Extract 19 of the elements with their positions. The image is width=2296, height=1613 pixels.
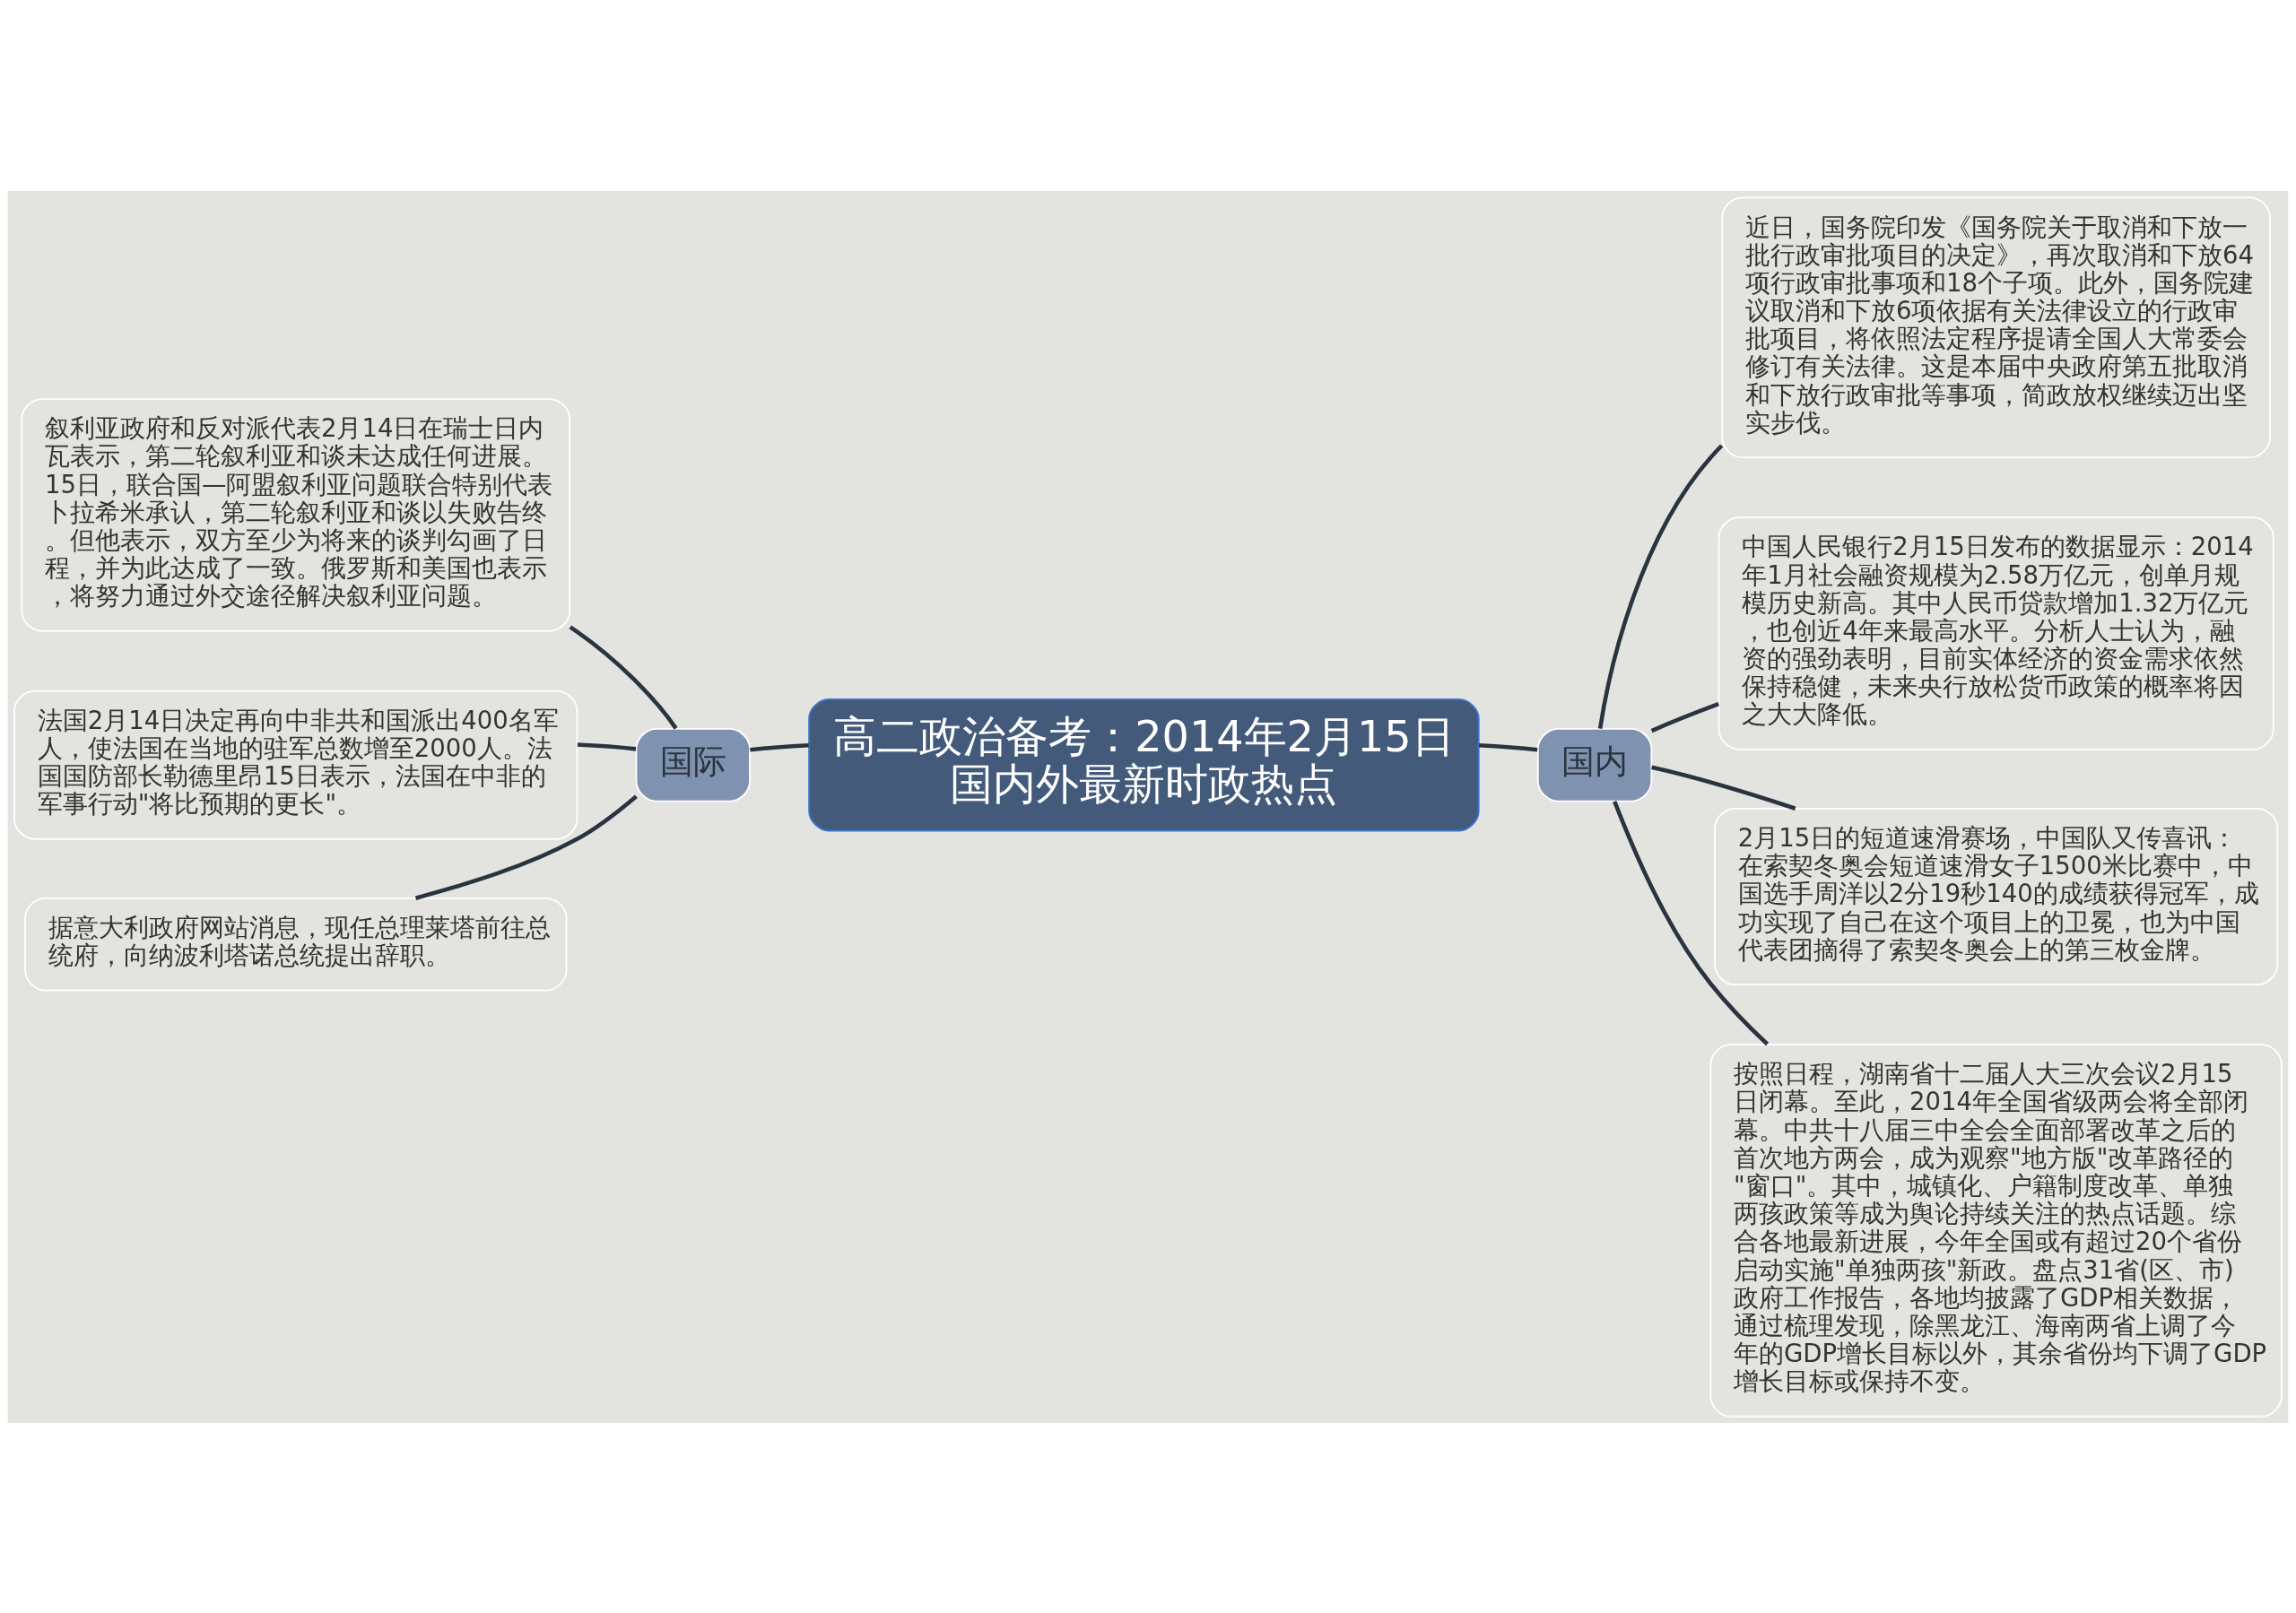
connector: [750, 742, 809, 751]
connector: [577, 741, 637, 751]
node-box: 高二政治备考：2014年2月15日国内外最新时政热点: [808, 698, 1480, 831]
node-box: 中国人民银行2月15日发布的数据显示：2014年1月社会融资规模为2.58万亿元，创单月规模历史新高。其中人民币贷款增加1.32万亿元，也创近4年来最高水平。分析人士认为，融资的强劲表明，目前实体经济的资金需求依然保持稳健，未来央行放松货币政策的概率将因之大大降低。: [1718, 516, 2274, 750]
node-box: 据意大利政府网站消息，现任总理莱塔前往总统府，向纳波利塔诺总统提出辞职。: [24, 897, 568, 991]
node-box: 近日，国务院印发《国务院关于取消和下放一批行政审批项目的决定》，再次取消和下放64项行政审批事项和18个子项。此外，国务院建议取消和下放6项依据有关法律设立的行政审批项目，将依照法定程序提请全国人大常委会修订有关法律。这是本届中央政府第五批取消和下放行政审批等事项，简政放权继续迈出坚实步伐。: [1721, 195, 2271, 458]
connector: [1651, 765, 1796, 811]
connector: [569, 625, 678, 730]
connector: [1478, 742, 1538, 751]
node-box: 国内: [1536, 727, 1653, 802]
connector: [414, 793, 638, 900]
node-box: 2月15日的短道速滑赛场，中国队又传喜讯：在索契冬奥会短道速滑女子1500米比赛中，中国选手周洋以2分19秒140的成绩获得冠军，成功实现了自己在这个项目上的卫冕，也为中国代表团摘得了索契冬奥会上的第三枚金牌。: [1714, 807, 2279, 985]
node-box: 叙利亚政府和反对派代表2月14日在瑞士日内瓦表示，第二轮叙利亚和谈未达成任何进展。15日，联合国—阿盟叙利亚问题联合特别代表卜拉希米承认，第二轮叙利亚和谈以失败告终。但他表示，双方至少为将来的谈判勾画了日程，并为此达成了一致。俄罗斯和美国也表示，将努力通过外交途径解决叙利亚问题。: [21, 397, 571, 632]
node-box: 按照日程，湖南省十二届人大三次会议2月15日闭幕。至此，2014年全国省级两会将全部闭幕。中共十八届三中全会全面部署改革之后的首次地方两会，成为观察"地方版"改革路径的"窗口"。其中，城镇化、户籍制度改革、单独两孩政策等成为舆论持续关注的热点话题。综合各地最新进展，今年全国或有超过20个省份启动实施"单独两孩"新政。盘点31省(区、市)政府工作报告，各地均披露了GDP相关数据，通过梳理发现，除黑龙江、海南两省上调了今年的GDP增长目标以外，其余省份均下调了GDP增长目标或保持不变。: [1709, 1043, 2283, 1418]
node-box: 国际: [635, 727, 751, 802]
connector: [1597, 443, 1724, 729]
connector: [1650, 701, 1719, 733]
connector: [1613, 800, 1770, 1045]
node-box: 法国2月14日决定再向中非共和国派出400名军人，使法国在当地的驻军总数增至2000人。法国国防部长勒德里昂15日表示，法国在中非的军事行动"将比预期的更长"。: [13, 689, 578, 840]
